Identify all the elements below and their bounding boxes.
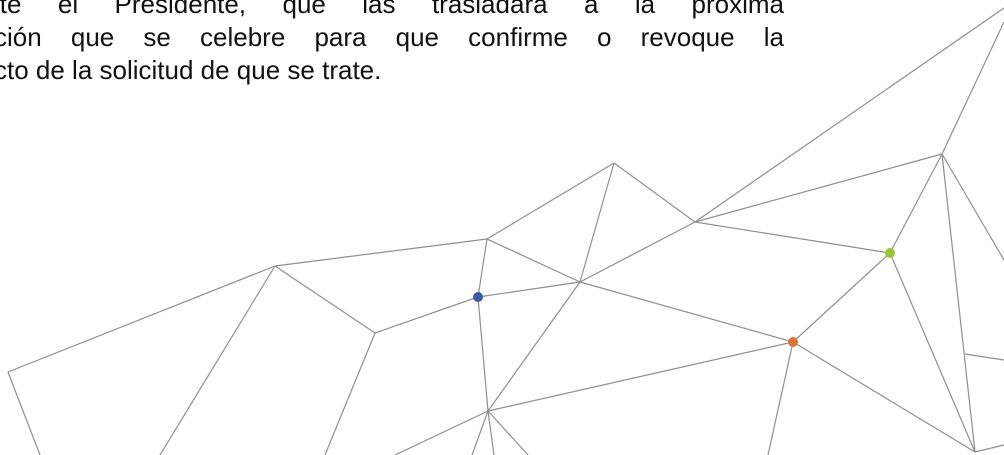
blue-node-dot bbox=[473, 292, 483, 302]
network-lines bbox=[7, 7, 1004, 455]
body-paragraph: ite el Presidente, que las trasladará a … bbox=[0, 0, 784, 87]
paragraph-line-2: ción que se celebre para que confirme o … bbox=[0, 22, 784, 52]
network-nodes bbox=[473, 248, 895, 347]
orange-node-dot bbox=[788, 337, 798, 347]
paragraph-line-1: ite el Presidente, que las trasladará a … bbox=[0, 0, 784, 19]
green-node-dot bbox=[885, 248, 895, 258]
paragraph-line-3: cto de la solicitud de que se trate. bbox=[0, 55, 382, 85]
